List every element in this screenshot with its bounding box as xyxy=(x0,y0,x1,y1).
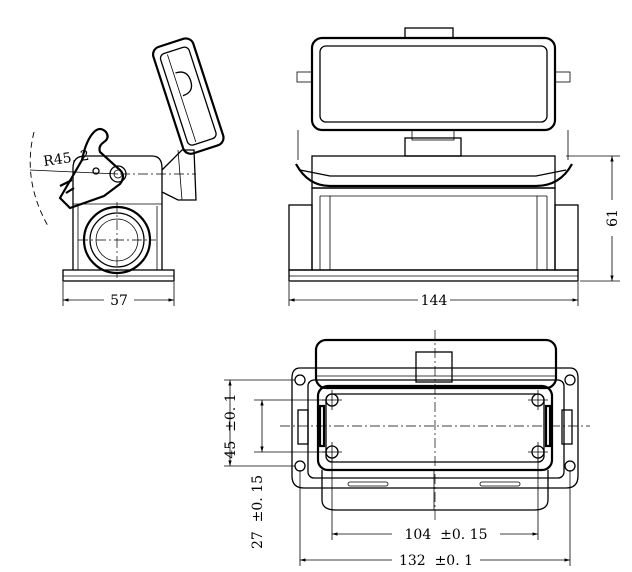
dim-front-width: 144 xyxy=(421,293,448,309)
dim-top-hole-x: 104 ±0. 15 xyxy=(405,527,488,543)
mount-hole-tl xyxy=(294,374,306,386)
mount-hole-br xyxy=(564,460,576,472)
dim-side-width: 57 xyxy=(110,293,128,309)
side-view: R45. 2 57 xyxy=(29,37,225,309)
dim-top-width: 132 ±0. 1 xyxy=(399,553,473,569)
side-radius-arc xyxy=(29,131,49,227)
top-lid xyxy=(314,338,558,390)
front-open-lid xyxy=(310,36,557,132)
mount-hole-tr xyxy=(564,374,576,386)
top-view: 104 ±0. 15 132 ±0. 1 45 ±0. 1 27 ±0. 15 xyxy=(223,330,590,569)
mount-hole-bl xyxy=(294,460,306,472)
dim-top-hole-y: 45 ±0. 1 xyxy=(223,393,239,458)
dim-side-radius: R45. 2 xyxy=(42,148,90,170)
side-open-lid xyxy=(151,37,225,155)
dim-top-depth: 27 ±0. 15 xyxy=(250,475,266,549)
side-locking-lever xyxy=(58,127,125,210)
dim-front-height: 61 xyxy=(605,209,621,227)
front-view: 144 61 xyxy=(288,27,621,309)
